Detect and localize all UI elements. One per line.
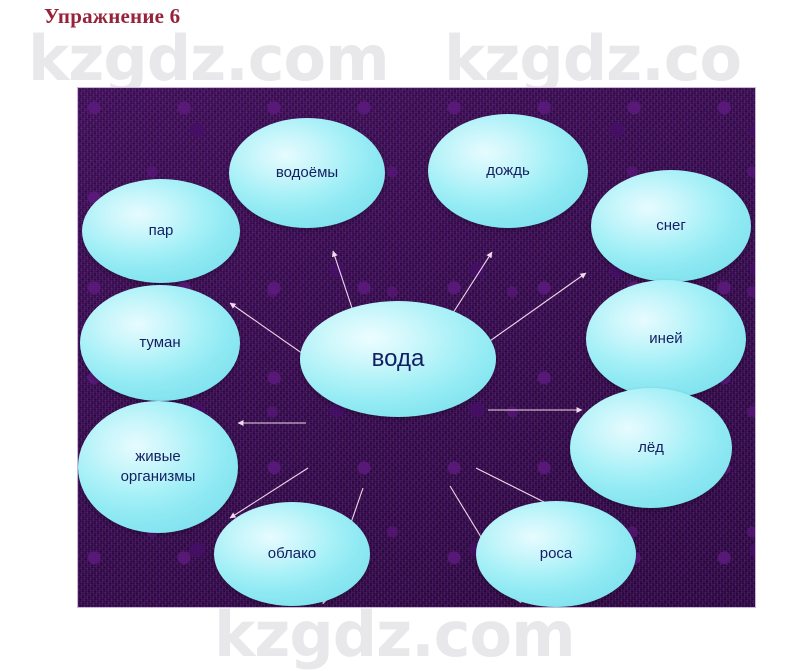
node-par-label: пар	[148, 222, 174, 240]
node-sneg[interactable]: снег	[591, 170, 751, 282]
node-rosa-label: роса	[539, 545, 573, 563]
node-dozhd-label: дождь	[486, 162, 530, 180]
node-inei-label: иней	[649, 330, 683, 348]
node-voda[interactable]: вода	[300, 301, 496, 417]
node-tuman-label: туман	[139, 334, 181, 352]
node-lyod-label: лёд	[638, 439, 664, 457]
node-dozhd[interactable]: дождь	[428, 114, 588, 228]
node-par[interactable]: пар	[82, 179, 240, 283]
node-vodoyomy[interactable]: водоёмы	[229, 118, 385, 228]
concept-map-diagram: вода водоёмы дождь снег пар иней туман л…	[77, 87, 756, 608]
watermark-top-right: kzgdz.co	[444, 22, 742, 95]
watermark-top-left: kzgdz.com	[28, 22, 390, 95]
page-title: Упражнение 6	[44, 4, 181, 28]
node-rosa[interactable]: роса	[476, 501, 636, 607]
node-inei[interactable]: иней	[586, 280, 746, 398]
node-tuman[interactable]: туман	[80, 285, 240, 401]
node-oblako-label: облако	[267, 545, 317, 563]
node-sneg-label: снег	[656, 217, 686, 235]
node-voda-label: вода	[371, 345, 425, 373]
node-oblako[interactable]: облако	[214, 502, 370, 606]
node-vodoyomy-label: водоёмы	[275, 164, 339, 182]
node-lyod[interactable]: лёд	[570, 388, 732, 508]
watermark-bottom: kzgdz.com	[214, 598, 576, 671]
